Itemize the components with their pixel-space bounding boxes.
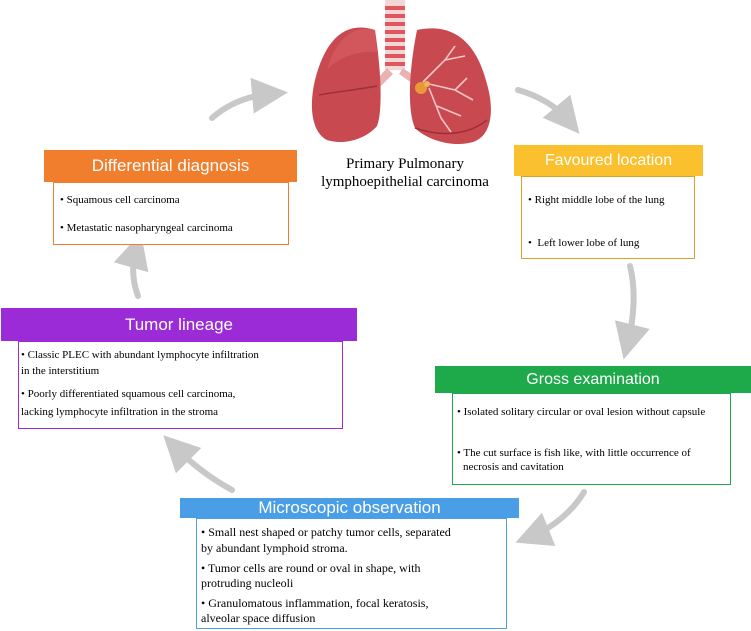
curved-arrow-icon [163,435,235,493]
curved-arrow-icon [614,263,650,360]
list-item: necrosis and cavitation [463,461,564,473]
list-item: • Poorly differentiated squamous cell ca… [21,388,236,400]
list-item: protruding nucleoli [201,576,294,590]
list-item: alveolar space diffusion [201,611,316,625]
list-item: lacking lymphocyte infiltration in the s… [21,406,219,418]
tumor-lineage-header: Tumor lineage [1,308,357,341]
list-item: • Isolated solitary circular or oval les… [457,406,706,418]
list-item: • Metastatic nasopharyngeal carcinoma [60,222,233,234]
curved-arrow-icon [515,489,587,547]
lungs-icon [311,0,491,145]
list-item: • Left lower lobe of lung [528,237,640,249]
list-item: • Tumor cells are round or oval in shape… [201,561,421,575]
center-title-line2: lymphoepithelial carcinoma [321,174,489,190]
list-item: • Classic PLEC with abundant lymphocyte … [21,349,259,361]
list-item: in the interstitium [21,365,100,377]
microscopic-observation-box: • Small nest shaped or patchy tumor cell… [196,518,507,629]
microscopic-observation-header: Microscopic observation [180,498,519,518]
curved-arrow-icon [113,232,149,299]
center-title: Primary Pulmonary lymphoepithelial carci… [300,155,510,191]
list-item: by abundant lymphoid stroma. [201,541,348,555]
curved-arrow-icon [209,77,288,121]
favoured-location-box: • Right middle lobe of the lung • Left l… [521,176,695,259]
list-item: • Right middle lobe of the lung [528,194,665,206]
center-title-line1: Primary Pulmonary [346,156,464,172]
gross-examination-header: Gross examination [435,366,751,393]
list-item: • Squamous cell carcinoma [60,194,180,206]
differential-diagnosis-box: • Squamous cell carcinoma • Metastatic n… [53,182,289,245]
list-item: • Small nest shaped or patchy tumor cell… [201,525,451,539]
curved-arrow-icon [515,87,580,134]
list-item: • The cut surface is fish like, with lit… [457,447,691,459]
differential-diagnosis-header: Differential diagnosis [44,150,297,182]
gross-examination-box: • Isolated solitary circular or oval les… [452,393,731,485]
tumor-lineage-box: • Classic PLEC with abundant lymphocyte … [18,341,343,429]
list-item: • Granulomatous inflammation, focal kera… [201,596,429,610]
favoured-location-header: Favoured location [514,145,703,176]
